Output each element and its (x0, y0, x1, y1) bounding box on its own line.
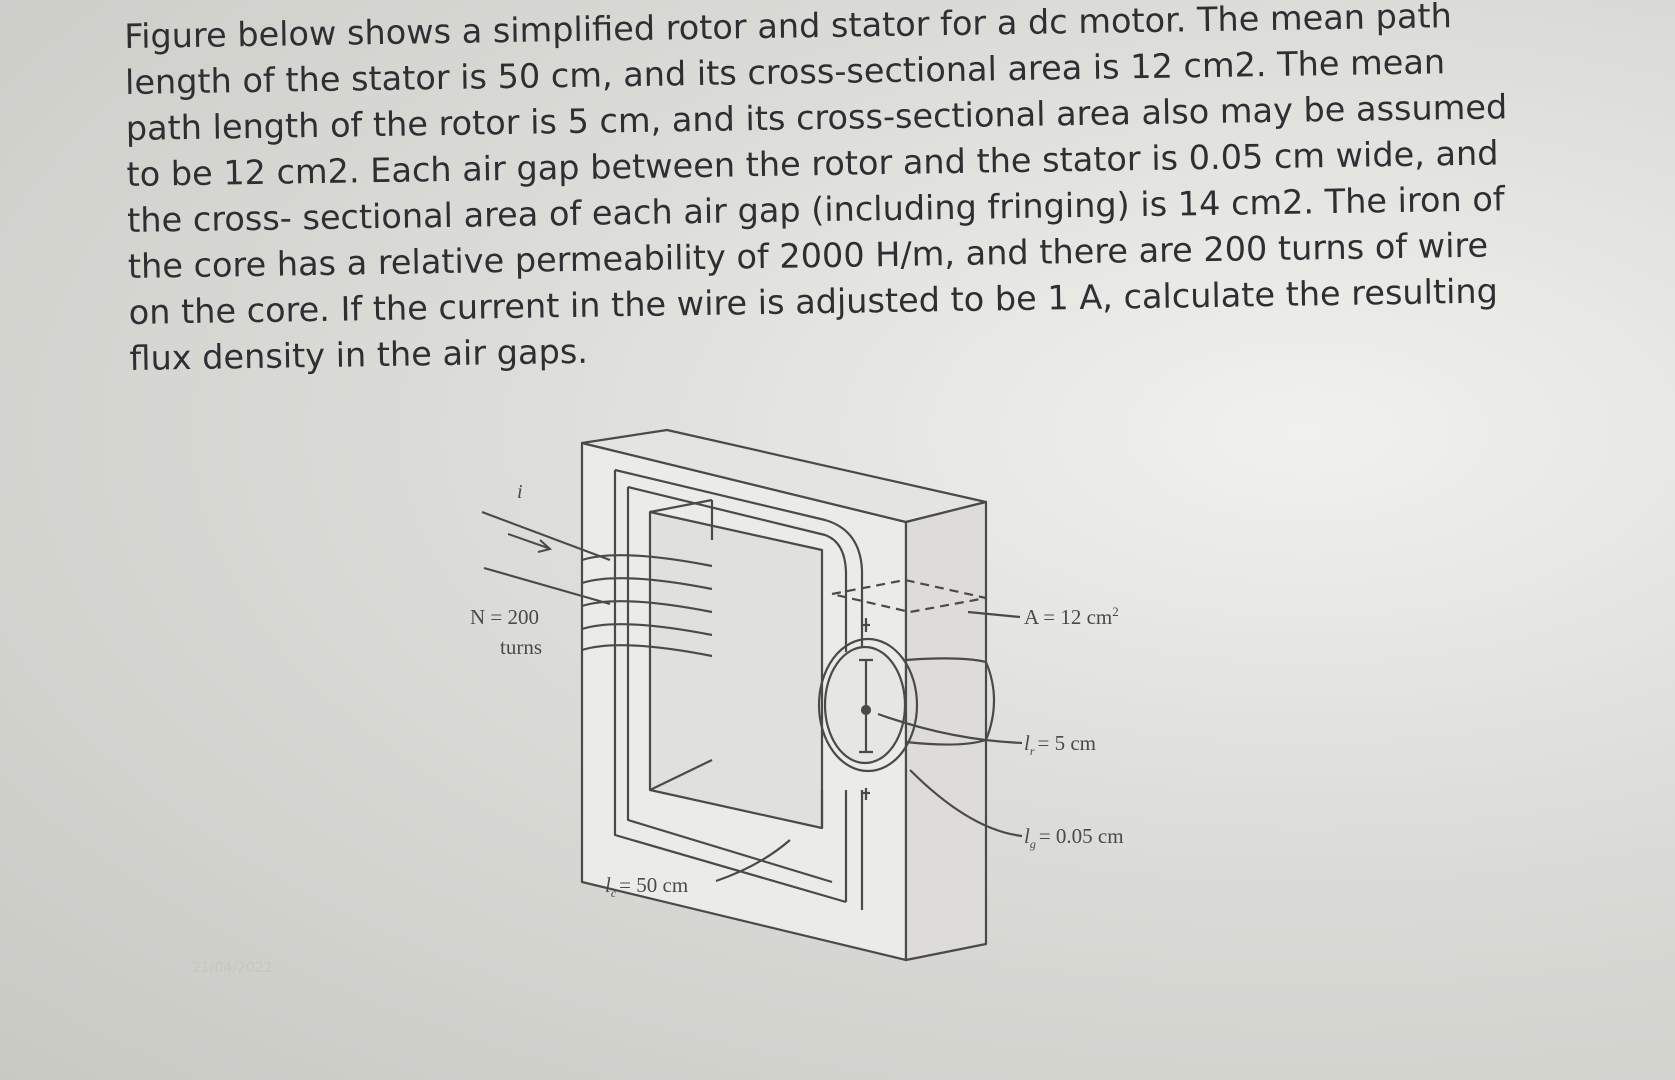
rotor-gap-ring (817, 637, 919, 773)
leader-rotor (877, 712, 1023, 745)
window-depth (649, 498, 824, 828)
cross-section-dashed (830, 578, 988, 614)
leader-area (967, 610, 1021, 619)
date-stamp: 21/04/2022 (192, 960, 273, 976)
coil-turn (581, 554, 713, 568)
turns-label: N = 200 (470, 605, 539, 629)
turns-unit: turns (500, 635, 542, 659)
flux-path-left (613, 470, 847, 904)
flux-path-inner (627, 485, 848, 902)
flux-path-outer (614, 468, 864, 910)
core-length-label: lc= 50 cm (605, 873, 688, 900)
rotor-length-label: lr= 5 cm (1024, 731, 1096, 758)
coil-turn (581, 600, 713, 614)
current-arrow (507, 533, 553, 553)
rotor-center (860, 704, 872, 716)
gap-marks (863, 618, 870, 800)
coil-turn (581, 644, 713, 658)
stator-side-face (904, 500, 988, 962)
area-label: A = 12 cm2 (1024, 604, 1119, 629)
current-label: i (517, 481, 523, 503)
lead-wire (481, 510, 611, 606)
leader-core (715, 839, 791, 883)
rotor-housing (905, 657, 996, 746)
coil-turn (581, 577, 713, 591)
coil-turn (581, 623, 713, 637)
coil-windings (481, 510, 1023, 883)
gap-length-label: lg= 0.05 cm (1024, 824, 1124, 851)
leader-gap (909, 769, 1023, 838)
